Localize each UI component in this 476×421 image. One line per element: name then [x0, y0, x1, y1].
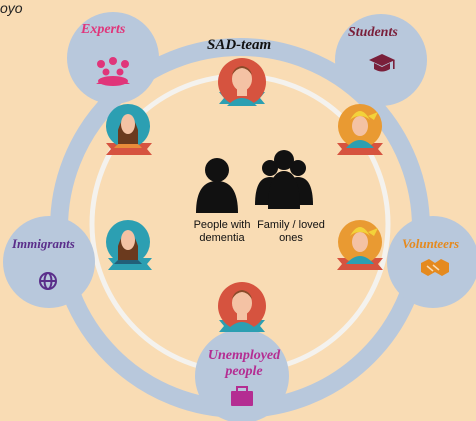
immigrants-label: Immigrants — [12, 236, 75, 251]
sad-team-member-blonde-lower-right — [337, 220, 383, 270]
handshake-icon — [421, 259, 449, 276]
volunteers-label: Volunteers — [402, 236, 460, 251]
sad-team-member-blonde-upper-right — [337, 104, 383, 155]
people-with-dementia-label: People with dementia — [193, 219, 251, 244]
family-loved-ones-label: Family / loved ones — [257, 219, 325, 244]
globe-icon — [39, 272, 57, 290]
unemployed-node-circle — [195, 329, 289, 421]
unemployed-label: Unemployed people — [207, 348, 281, 379]
family-silhouette-icon — [255, 150, 313, 209]
sad-team-member-female-upper-left — [106, 104, 152, 155]
sad-team-member-female-lower-left — [106, 220, 152, 270]
briefcase-icon — [231, 386, 253, 406]
immigrants-node-circle — [3, 216, 95, 308]
people-group-icon — [96, 57, 130, 86]
graduation-cap-icon — [369, 54, 395, 72]
person-silhouette-icon — [196, 158, 238, 213]
students-label: Students — [348, 25, 398, 40]
sad-team-member-male-top — [218, 58, 266, 106]
header-fragment-text: oyo — [0, 0, 23, 16]
experts-label: Experts — [81, 22, 126, 37]
sad-team-title: SAD-team — [207, 37, 272, 53]
sad-team-member-male-bottom — [218, 282, 266, 332]
